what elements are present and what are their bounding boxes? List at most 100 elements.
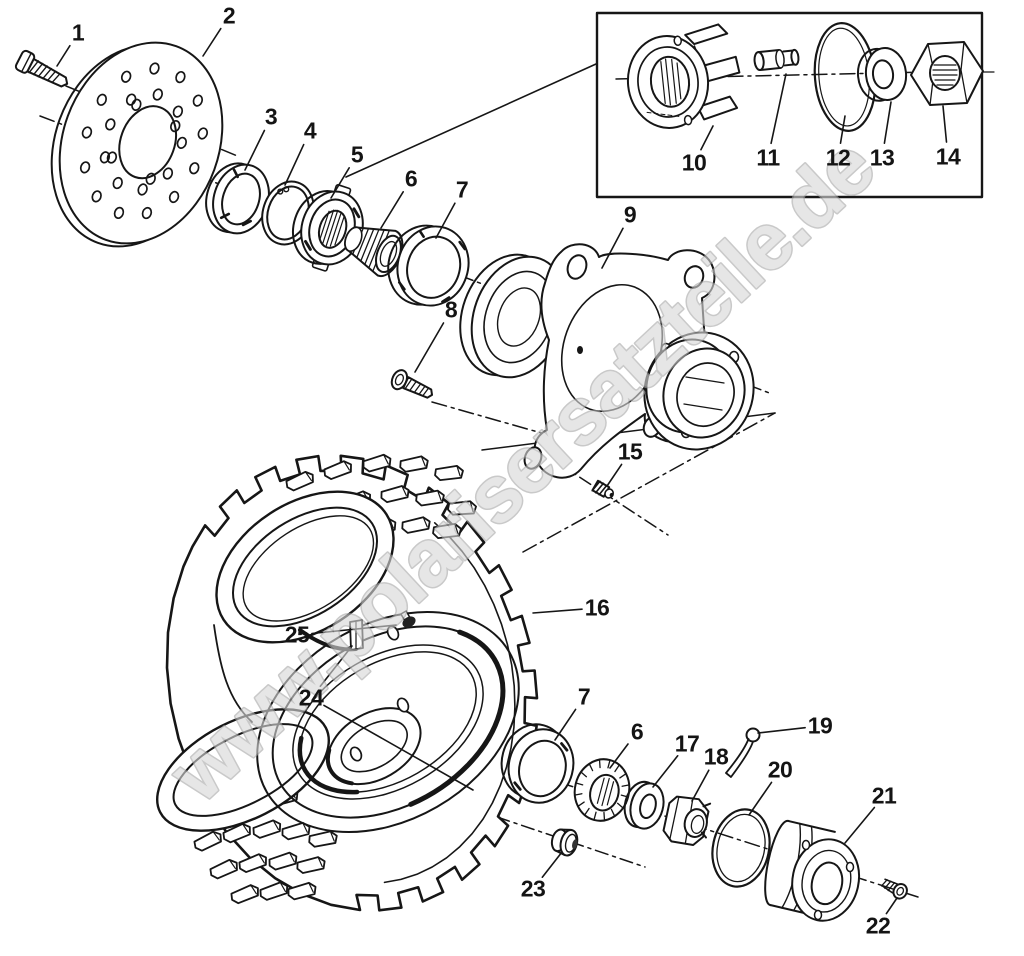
leader-line-17 <box>652 754 679 788</box>
part-callout-12-11: 12 <box>825 144 851 171</box>
sidewall-inner-line <box>213 624 253 723</box>
leader-line-14 <box>942 105 948 143</box>
axis-fitting-15 <box>557 462 669 536</box>
axis-lower-chain <box>504 764 919 898</box>
hub-cap-21 <box>764 819 861 922</box>
o-ring-20 <box>711 808 771 888</box>
rim-hole <box>386 625 400 641</box>
leader-line-12 <box>839 115 846 144</box>
part-callout-23-24: 23 <box>520 875 546 902</box>
part-callout-7-6: 7 <box>455 176 469 203</box>
tread-block <box>401 516 431 534</box>
part-callout-21-22: 21 <box>871 782 897 809</box>
wedge-line-lower <box>522 412 776 553</box>
part-callout-1-0: 1 <box>71 19 85 46</box>
tread-block <box>193 830 222 852</box>
leader-line-19 <box>757 726 806 734</box>
leader-line-10 <box>700 125 714 151</box>
tread-block <box>432 522 462 540</box>
part-callout-8-7: 8 <box>444 296 458 323</box>
leader-line-7 <box>554 708 577 741</box>
part-callout-6-5: 6 <box>404 165 418 192</box>
part-callout-4-3: 4 <box>303 117 317 144</box>
leader-line-4 <box>284 143 305 186</box>
tread-block <box>380 485 410 504</box>
disc-drill-holes <box>79 62 208 220</box>
tread-block <box>399 455 429 473</box>
part-callout-20-21: 20 <box>767 756 793 783</box>
part-callout-13-12: 13 <box>869 144 895 171</box>
tread-block <box>447 500 477 516</box>
axis-bolt-8 <box>431 401 546 435</box>
leader-line-11 <box>770 73 787 145</box>
leader-line-2 <box>202 27 222 57</box>
tread-block <box>362 453 392 473</box>
leader-line-24 <box>319 645 353 688</box>
tire-bead-top <box>215 490 395 644</box>
leader-line-6 <box>380 191 405 229</box>
cap-hole <box>813 909 823 921</box>
part-callout-7-16: 7 <box>577 683 591 710</box>
inset-box-border <box>595 11 984 199</box>
bolt-8 <box>390 369 434 399</box>
valve-cap-23 <box>550 828 579 857</box>
bearing-cone-6-lower <box>573 758 631 822</box>
cap-hole <box>845 861 855 873</box>
leader-line-6 <box>609 743 629 769</box>
leader-line-24 <box>323 704 474 791</box>
tread-block <box>285 470 314 492</box>
valve-stem-25 <box>400 610 416 628</box>
part-callout-9-8: 9 <box>623 201 637 228</box>
rim-hole <box>349 746 363 762</box>
leader-line-18 <box>691 769 710 802</box>
spacer-7 <box>387 224 470 307</box>
part-callout-18-19: 18 <box>703 743 729 770</box>
screw-22 <box>880 878 908 900</box>
part-callout-14-13: 14 <box>935 143 961 170</box>
tread-block <box>259 881 289 901</box>
pin-11 <box>753 48 800 72</box>
part-callout-6-17: 6 <box>630 718 644 745</box>
leader-line-7 <box>435 202 456 239</box>
tread-block <box>252 819 282 839</box>
tread-block <box>287 881 317 901</box>
leader-line-3 <box>244 129 266 171</box>
leader-line-15 <box>606 463 623 487</box>
castle-nut-18 <box>662 795 712 847</box>
grease-fitting-15 <box>591 479 614 499</box>
wheel-hub-9 <box>459 243 755 479</box>
tire-tread-blocks <box>181 453 477 905</box>
part-callout-17-18: 17 <box>674 730 700 757</box>
disc-center-hole <box>118 105 178 180</box>
tread-block <box>323 460 352 480</box>
tread-block <box>209 858 238 880</box>
part-callout-5-4: 5 <box>350 141 364 168</box>
hex-nut-14 <box>910 41 995 106</box>
brake-disc-2 <box>50 41 224 248</box>
leader-line-21 <box>844 806 876 844</box>
part-callout-25-26: 25 <box>284 621 310 648</box>
leader-line-8 <box>414 322 445 373</box>
leader-line-25 <box>311 624 397 635</box>
tire-shoulder-line <box>383 522 516 884</box>
cap-hole <box>801 839 811 851</box>
part-callout-19-20: 19 <box>807 712 833 739</box>
drive-flange-10 <box>626 23 741 129</box>
tread-block <box>296 856 326 874</box>
tread-block <box>415 489 445 507</box>
cotter-pin-19 <box>725 727 761 778</box>
part-callout-11-10: 11 <box>756 144 780 171</box>
tread-block <box>434 464 464 482</box>
part-callout-22-23: 22 <box>865 912 891 939</box>
leader-line-13 <box>883 101 892 144</box>
tire-bead-bottom <box>156 708 330 832</box>
tread-block <box>268 851 298 871</box>
inset-box-leader <box>345 63 597 178</box>
part-callout-3-2: 3 <box>264 103 278 130</box>
inset-box <box>595 11 995 199</box>
washer-17 <box>623 780 665 830</box>
tread-block <box>238 853 267 873</box>
part-callout-16-15: 16 <box>584 594 610 621</box>
